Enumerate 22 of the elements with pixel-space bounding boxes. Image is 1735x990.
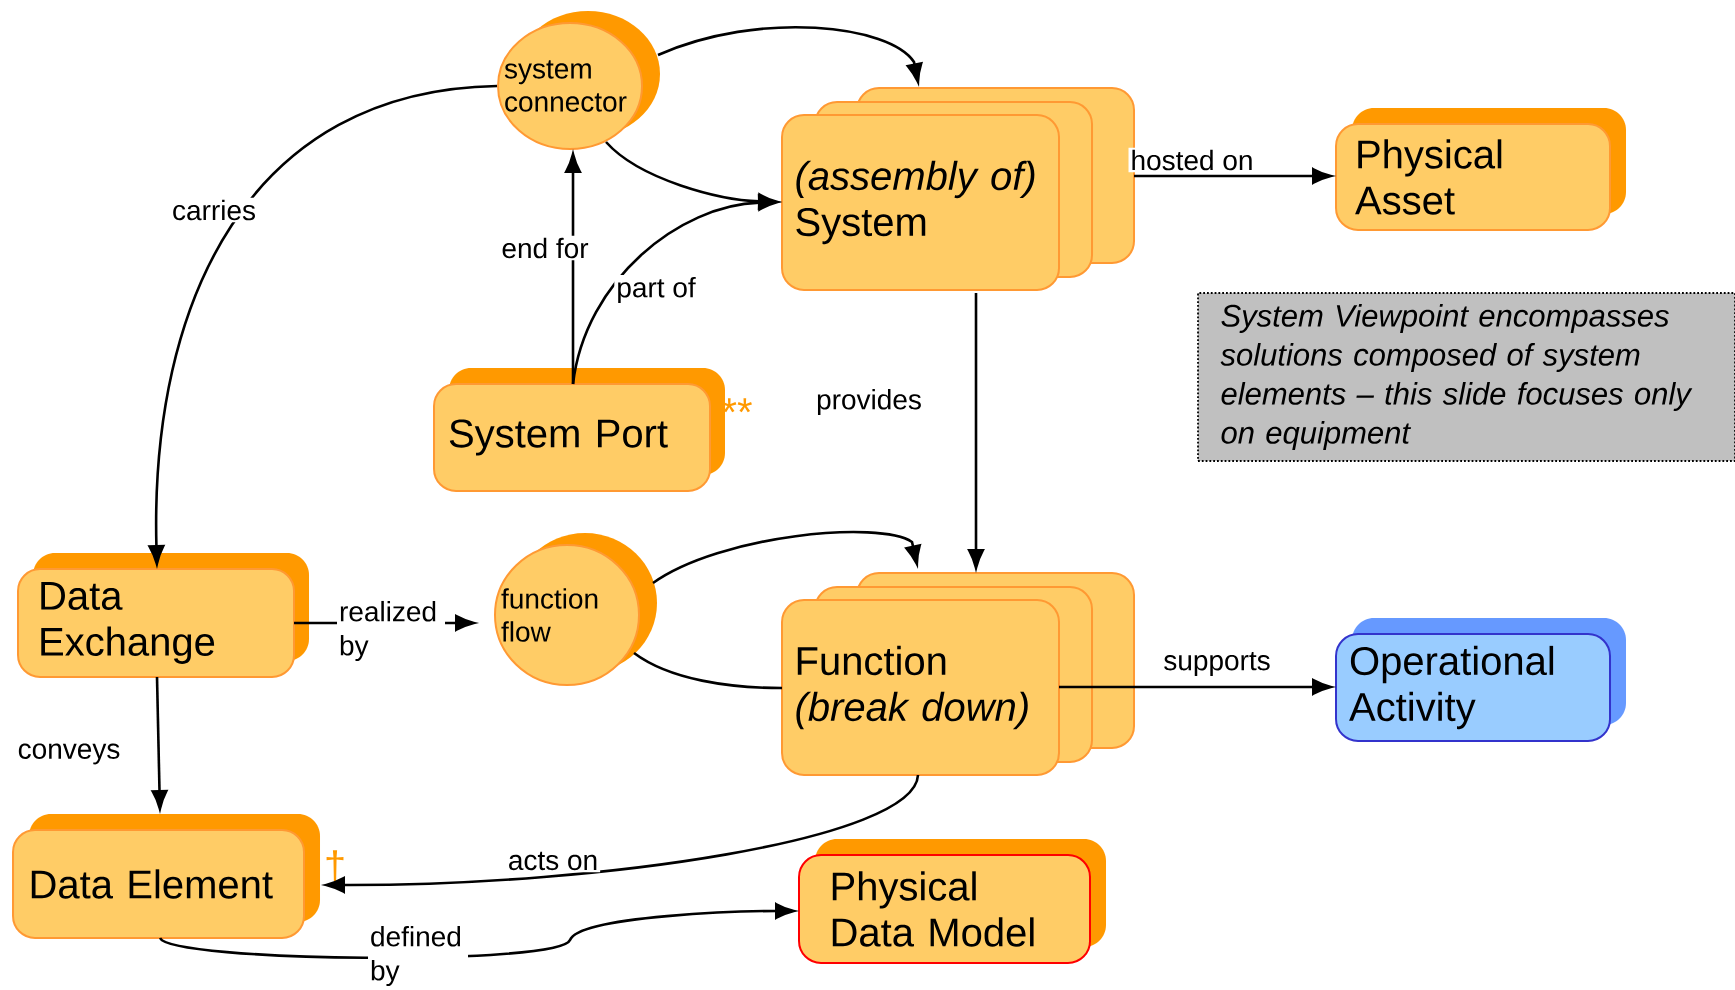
stacked-box: System Port xyxy=(433,368,725,492)
edge-label: carries xyxy=(170,197,258,223)
edge-label: realized by xyxy=(337,598,445,664)
footnote-mark: † xyxy=(326,850,344,882)
edge-label: end for xyxy=(499,235,591,261)
edge-label: provides xyxy=(814,386,924,418)
arrow xyxy=(652,530,921,585)
edge-label: supports xyxy=(1161,650,1273,678)
edge-label: hosted on xyxy=(1128,147,1256,173)
stacked-box: Data Exchange xyxy=(17,553,309,678)
edge-label: defined by xyxy=(368,923,468,989)
connector-line xyxy=(633,651,783,690)
arrow xyxy=(657,25,923,84)
edge-label: conveys xyxy=(15,741,123,767)
stacked-box: Physical Asset xyxy=(1335,108,1626,231)
note-box: System Viewpoint encompasses solutions composed of system elements – this slide focuses only on equipment xyxy=(1197,292,1735,462)
edge-label: part of xyxy=(614,274,698,306)
stacked-box: Function (break down) xyxy=(781,572,1135,776)
stacked-box: Operational Activity xyxy=(1335,618,1626,742)
edge-label: acts on xyxy=(505,849,601,873)
stacked-box: Physical Data Model xyxy=(798,839,1106,964)
stacked-box: Data Element xyxy=(12,814,320,939)
